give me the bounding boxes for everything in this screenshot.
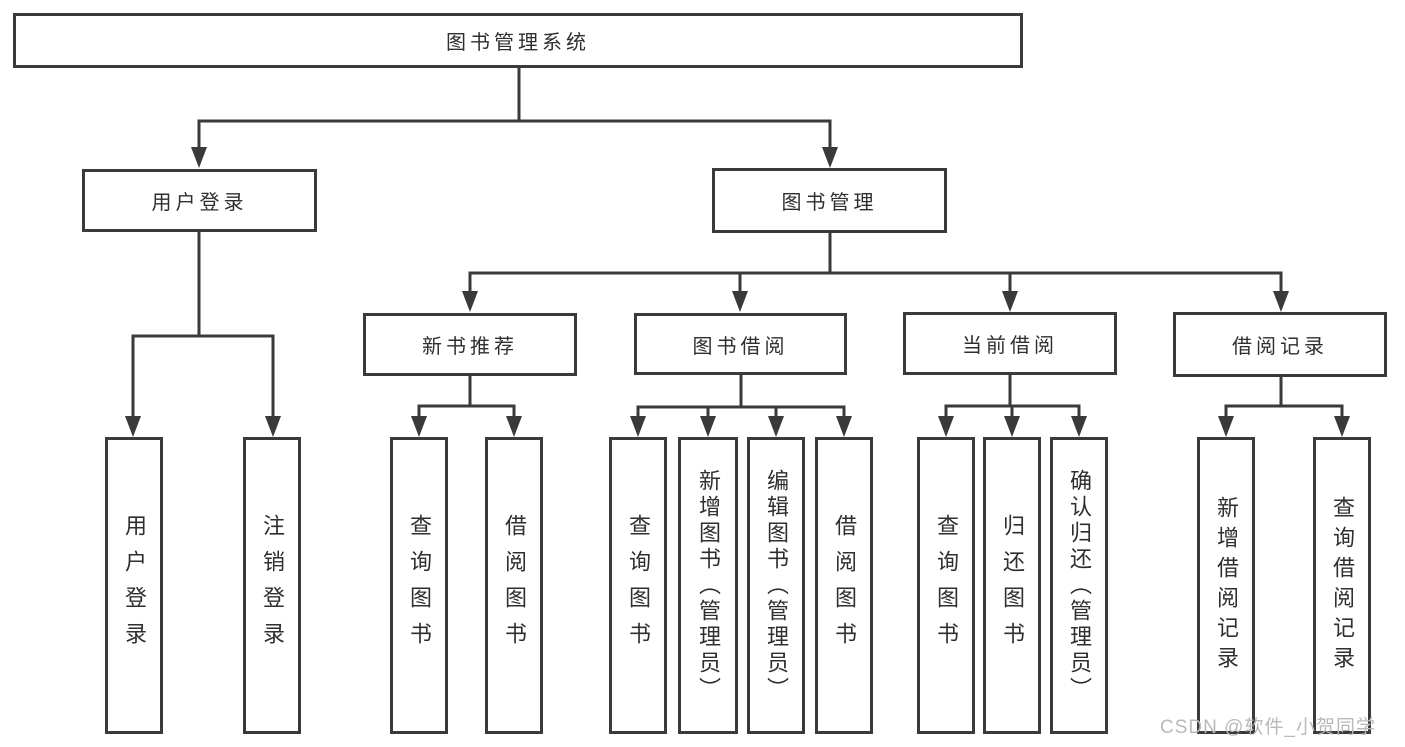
node-user-login: 用户登录 — [82, 169, 317, 232]
node-borrowing-records: 借阅记录 — [1173, 312, 1387, 377]
csdn-watermark: CSDN @软件_小贺同学 — [1160, 717, 1376, 738]
node-book-borrowing: 图书借阅 — [634, 313, 847, 375]
node-book-management: 图书管理 — [712, 168, 947, 233]
node-user-login-leaf: 用户登录 — [105, 437, 163, 734]
node-query-books-recommend: 查询图书 — [390, 437, 448, 734]
node-query-books-borrowing: 查询图书 — [609, 437, 667, 734]
node-add-books-admin: 新增图书（管理员） — [678, 437, 738, 734]
node-return-books: 归还图书 — [983, 437, 1041, 734]
node-current-borrowing: 当前借阅 — [903, 312, 1117, 375]
node-new-book-recommend: 新书推荐 — [363, 313, 577, 376]
node-borrow-books-leaf: 借阅图书 — [815, 437, 873, 734]
node-borrow-books-recommend: 借阅图书 — [485, 437, 543, 734]
node-query-borrow-record: 查询借阅记录 — [1313, 437, 1371, 734]
node-confirm-return-admin: 确认归还（管理员） — [1050, 437, 1108, 734]
node-edit-books-admin: 编辑图书（管理员） — [747, 437, 805, 734]
node-logout-leaf: 注销登录 — [243, 437, 301, 734]
node-library-system: 图书管理系统 — [13, 13, 1023, 68]
node-add-borrow-record: 新增借阅记录 — [1197, 437, 1255, 734]
node-query-books-current: 查询图书 — [917, 437, 975, 734]
